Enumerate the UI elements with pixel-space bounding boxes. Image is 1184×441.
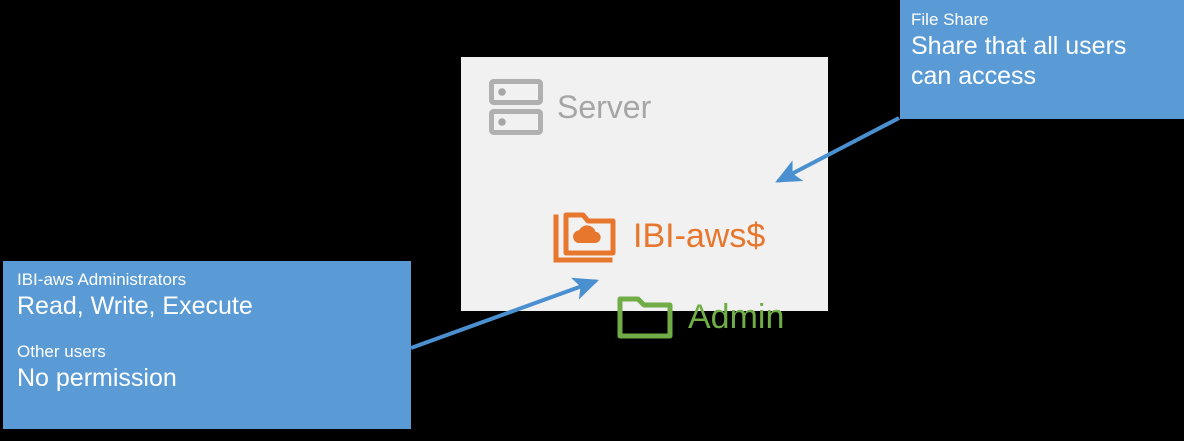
admin-row[interactable]: Admin bbox=[616, 293, 784, 341]
server-row: Server bbox=[489, 79, 651, 135]
share-label: IBI-aws$ bbox=[633, 217, 766, 255]
callout-spacer bbox=[17, 321, 411, 341]
shared-cloud-folder-icon bbox=[553, 212, 616, 263]
server-panel: Server IBI-aws$ Admin bbox=[461, 57, 828, 339]
permissions-callout: IBI-aws Administrators Read, Write, Exec… bbox=[3, 261, 411, 429]
file-share-body-line2: can access bbox=[911, 62, 1037, 90]
admins-group-heading: IBI-aws Administrators bbox=[17, 270, 187, 289]
other-users-heading: Other users bbox=[17, 342, 106, 361]
admins-group-permissions: Read, Write, Execute bbox=[17, 292, 253, 320]
admin-label: Admin bbox=[688, 298, 785, 336]
other-users-permissions: No permission bbox=[17, 364, 177, 392]
file-share-callout: File Share Share that all users can acce… bbox=[900, 0, 1184, 119]
file-share-heading: File Share bbox=[911, 10, 989, 29]
server-rack-icon bbox=[489, 79, 543, 135]
server-label: Server bbox=[557, 89, 652, 125]
file-share-body-line1: Share that all users bbox=[911, 32, 1127, 60]
folder-icon bbox=[617, 296, 673, 339]
share-row[interactable]: IBI-aws$ bbox=[553, 209, 765, 263]
